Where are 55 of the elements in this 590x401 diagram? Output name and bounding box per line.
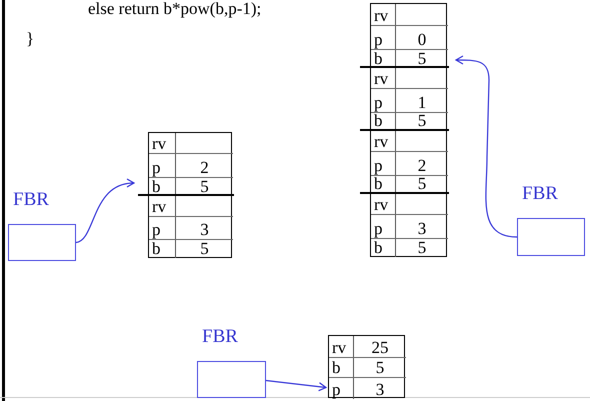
variable-value: 25	[372, 339, 388, 357]
variable-value: 5	[418, 50, 426, 68]
variable-name: p	[373, 220, 384, 238]
variable-name: b	[373, 175, 384, 193]
table-row	[329, 336, 406, 358]
variable-name: b	[373, 50, 384, 68]
variable-value: 3	[418, 220, 426, 238]
variable-name: rv	[151, 198, 168, 216]
stack-frame	[328, 335, 405, 398]
register-label: FBR	[522, 184, 558, 203]
arrow	[76, 179, 135, 244]
variable-value: 5	[418, 175, 426, 193]
table-row	[371, 215, 448, 239]
variable-name: b	[151, 178, 162, 196]
variable-name: p	[373, 94, 384, 112]
code-line: }	[26, 30, 34, 47]
arrow	[455, 55, 518, 238]
variable-name: rv	[373, 133, 390, 151]
variable-name: p	[331, 381, 342, 399]
table-row	[371, 26, 448, 50]
table-row	[371, 4, 448, 26]
variable-value: 1	[418, 94, 426, 112]
variable-name: rv	[331, 339, 348, 357]
register-label: FBR	[202, 327, 238, 346]
variable-value: 5	[200, 178, 209, 196]
table-row	[149, 133, 233, 154]
variable-value: 2	[200, 159, 209, 177]
table-row	[149, 154, 233, 178]
variable-value: 5	[418, 239, 426, 257]
variable-name: p	[151, 159, 162, 177]
variable-value: 2	[418, 157, 426, 175]
variable-name: p	[373, 31, 384, 49]
code-line: else return b*pow(b,p-1);	[88, 0, 262, 17]
variable-name: b	[151, 240, 162, 258]
table-row	[149, 217, 233, 240]
table-row	[329, 358, 406, 378]
variable-value: 5	[200, 240, 209, 258]
variable-value: 0	[418, 31, 426, 49]
variable-name: p	[373, 157, 384, 175]
table-row	[371, 89, 448, 113]
variable-name: b	[331, 359, 342, 377]
arrow	[266, 380, 327, 392]
variable-name: b	[373, 112, 384, 130]
table-row	[371, 152, 448, 176]
variable-value: 3	[376, 381, 384, 399]
register-label: FBR	[13, 190, 49, 209]
variable-name: b	[373, 239, 384, 257]
variable-name: rv	[373, 7, 390, 25]
variable-name: rv	[373, 70, 390, 88]
variable-value: 3	[200, 221, 209, 239]
variable-name: rv	[373, 196, 390, 214]
variable-name: rv	[151, 135, 168, 153]
variable-value: 5	[376, 359, 384, 377]
variable-name: p	[151, 221, 162, 239]
variable-value: 5	[418, 112, 426, 130]
